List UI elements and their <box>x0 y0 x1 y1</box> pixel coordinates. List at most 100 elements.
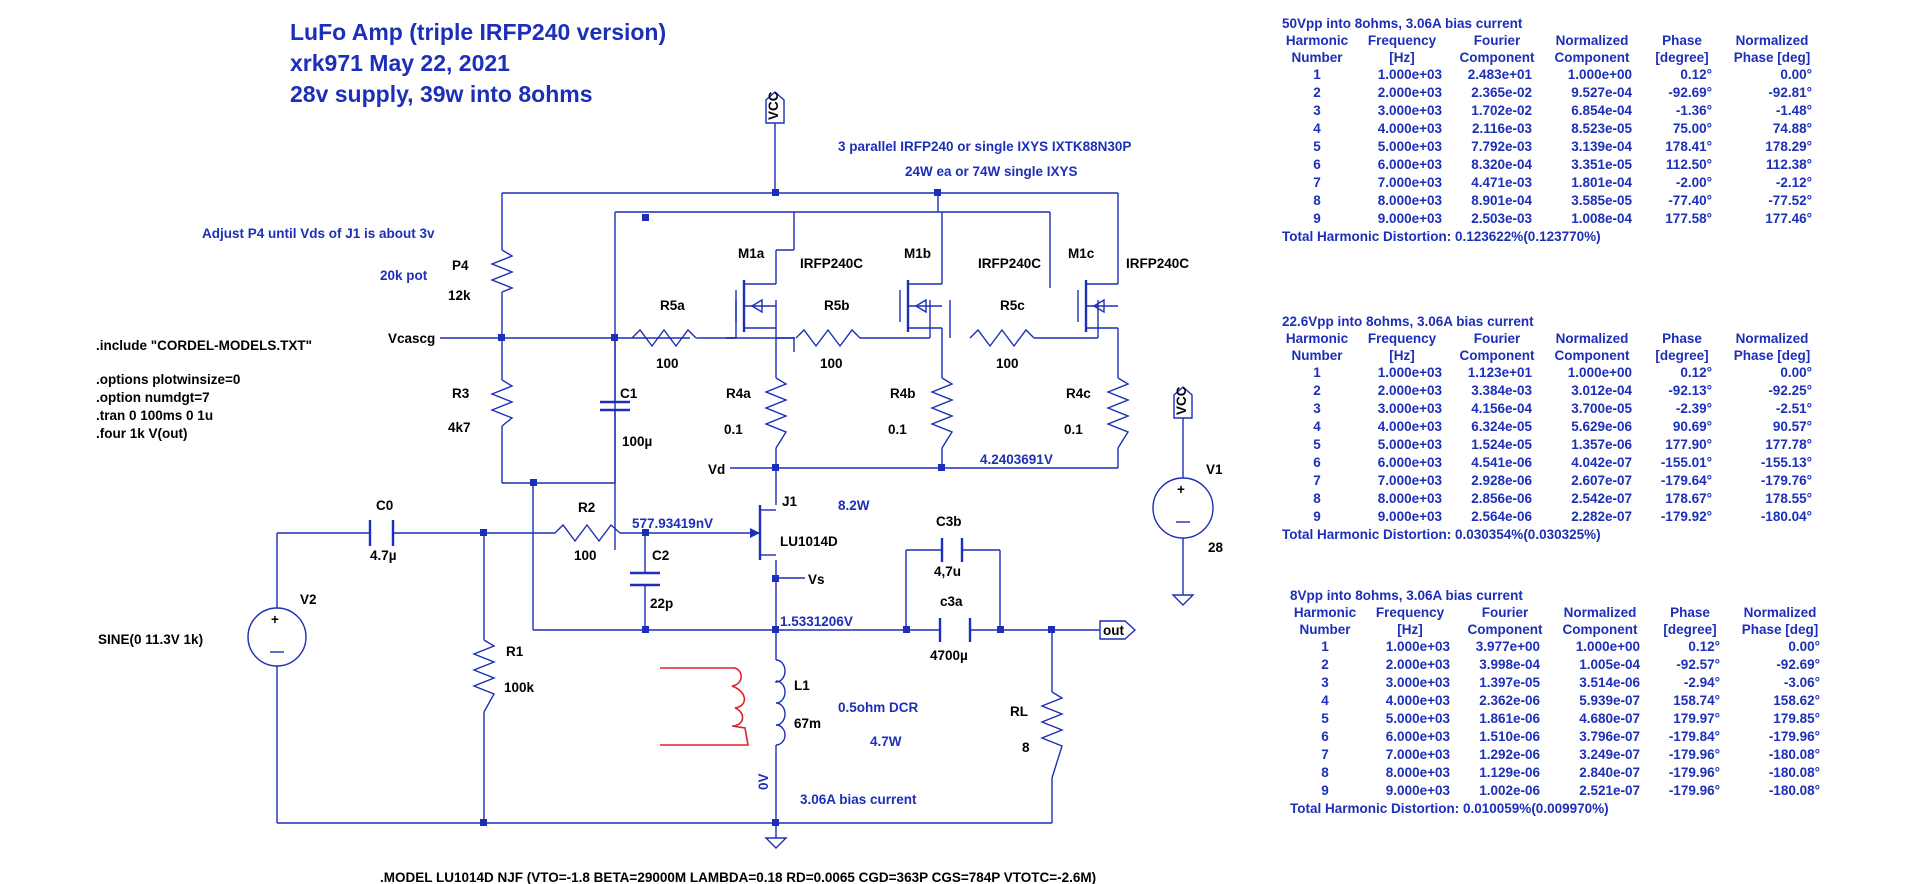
l1-inductor <box>775 659 786 746</box>
fourier-cell: 178.67° <box>1665 491 1712 506</box>
r5a-resistor <box>631 328 697 348</box>
c3a-value: 4700µ <box>930 648 968 663</box>
r4b-resistor <box>930 377 954 449</box>
fourier-cell: 1.861e-06 <box>1479 711 1540 726</box>
fourier-cell: -3.06° <box>1783 675 1820 690</box>
r5b-value: 100 <box>820 356 843 371</box>
fourier-cell: 2.000e+03 <box>1377 85 1442 100</box>
spice-model: .MODEL LU1014D NJF (VTO=-1.8 BETA=29000M… <box>380 870 1096 884</box>
fourier-cell: 4.042e-07 <box>1571 455 1632 470</box>
fourier-cell: -2.12° <box>1775 175 1812 190</box>
v1-source <box>1152 477 1214 539</box>
fourier-cell: 177.90° <box>1665 437 1712 452</box>
fourier-cell: 4.000e+03 <box>1377 419 1442 434</box>
fourier-cell: 178.55° <box>1765 491 1812 506</box>
r3-label: R3 <box>452 386 470 401</box>
title-line-2: xrk971 May 22, 2021 <box>290 50 510 76</box>
fourier-cell: 3.796e-07 <box>1579 729 1640 744</box>
r5a-value: 100 <box>656 356 679 371</box>
p4-value: 12k <box>448 288 471 303</box>
fourier-caption: 22.6Vpp into 8ohms, 3.06A bias current <box>1282 314 1534 329</box>
fourier-thd: Total Harmonic Distortion: 0.123622%(0.1… <box>1282 229 1601 244</box>
fourier-header-cell: [degree] <box>1655 50 1709 65</box>
fourier-cell: 1.008e-04 <box>1571 211 1632 226</box>
v1-value: 28 <box>1208 540 1224 555</box>
fourier-cell: -2.00° <box>1675 175 1712 190</box>
fourier-header-cell: Harmonic <box>1285 331 1349 346</box>
fourier-cell: 1.000e+03 <box>1377 67 1442 82</box>
fourier-cell: 3 <box>1313 401 1321 416</box>
fourier-cell: 8.523e-05 <box>1571 121 1632 136</box>
r2-label: R2 <box>578 500 595 515</box>
vcc-flag-label: VCC <box>766 91 781 120</box>
r4c-value: 0.1 <box>1064 422 1083 437</box>
net-vs: Vs <box>808 572 825 587</box>
fourier-cell: -92.57° <box>1676 657 1720 672</box>
fourier-cell: 90.57° <box>1772 419 1812 434</box>
fourier-cell: 2.856e-06 <box>1471 491 1532 506</box>
fourier-header-cell: Phase <box>1662 33 1702 48</box>
v1-plus-icon: + <box>1177 482 1185 497</box>
red-markup <box>660 667 749 746</box>
fourier-cell: 3.000e+03 <box>1377 401 1442 416</box>
vcc-flag-v1 <box>1173 386 1193 419</box>
fourier-cell: 177.46° <box>1765 211 1812 226</box>
c3b-label: C3b <box>936 514 962 529</box>
fourier-header-cell: [Hz] <box>1389 50 1415 65</box>
fourier-cell: 179.85° <box>1773 711 1820 726</box>
vcc-flag-top <box>765 91 785 124</box>
fourier-header-cell: Component <box>1459 50 1535 65</box>
r4b-label: R4b <box>890 386 916 401</box>
c1-value: 100µ <box>622 434 652 449</box>
fourier-cell: 1.002e-06 <box>1479 783 1540 798</box>
fourier-cell: 2.282e-07 <box>1571 509 1632 524</box>
fourier-header-cell: Harmonic <box>1293 605 1357 620</box>
fourier-cell: 9.000e+03 <box>1385 783 1450 798</box>
fourier-cell: 158.62° <box>1773 693 1820 708</box>
fourier-cell: 6.000e+03 <box>1385 729 1450 744</box>
fourier-header-cell: Phase [deg] <box>1733 50 1811 65</box>
title-line-3: 28v supply, 39w into 8ohms <box>290 81 593 107</box>
c2-label: C2 <box>652 548 669 563</box>
fourier-cell: -92.13° <box>1668 383 1712 398</box>
j1-value: LU1014D <box>780 534 838 549</box>
out-port-label: out <box>1103 623 1124 638</box>
fourier-cell: 2.542e-07 <box>1571 491 1632 506</box>
spice-four: .four 1k V(out) <box>96 426 188 441</box>
title-line-1: LuFo Amp (triple IRFP240 version) <box>290 19 666 45</box>
fourier-cell: 4.471e-03 <box>1471 175 1532 190</box>
fourier-cell: 1 <box>1321 639 1329 654</box>
fourier-header-cell: Number <box>1291 348 1343 363</box>
fourier-cell: 3.012e-04 <box>1571 383 1632 398</box>
net-vd: Vd <box>708 462 725 477</box>
fourier-cell: 2.116e-03 <box>1471 121 1532 136</box>
rl-resistor <box>1040 691 1064 779</box>
fourier-cell: 8 <box>1313 193 1321 208</box>
fourier-cell: 2.607e-07 <box>1571 473 1632 488</box>
fourier-header-cell: Component <box>1459 348 1535 363</box>
fourier-cell: 7 <box>1313 175 1321 190</box>
fourier-header-cell: Normalized <box>1555 331 1629 346</box>
fourier-cell: 7.000e+03 <box>1377 473 1442 488</box>
fourier-cell: 4.000e+03 <box>1377 121 1442 136</box>
fourier-cell: -155.01° <box>1660 455 1712 470</box>
fourier-cell: -179.76° <box>1760 473 1812 488</box>
r4a-value: 0.1 <box>724 422 743 437</box>
l1-label: L1 <box>794 678 810 693</box>
r3-value: 4k7 <box>448 420 471 435</box>
fourier-cell: -2.94° <box>1683 675 1720 690</box>
fourier-cell: 7 <box>1321 747 1329 762</box>
fourier-cell: 8.000e+03 <box>1377 491 1442 506</box>
